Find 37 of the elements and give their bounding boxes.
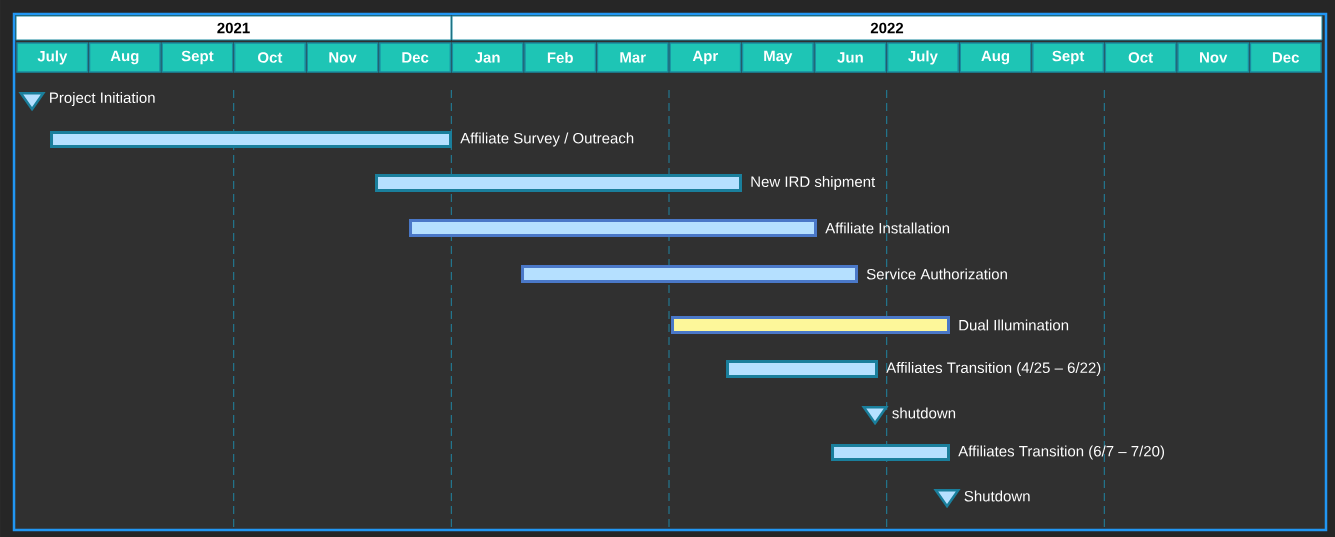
task-bar (521, 265, 858, 283)
task-bar (409, 219, 817, 237)
task-bar (375, 174, 742, 192)
task-label: Dual Illumination (959, 319, 1069, 331)
task-label: New IRD shipment (751, 176, 876, 190)
task-bar (831, 444, 950, 461)
task-label: Affiliates Transition (4/25 – 6/22) (886, 362, 1101, 376)
year-header: 2021 (15, 15, 452, 41)
task-label: Shutdown (964, 490, 1030, 502)
month-header: Oct (1104, 42, 1177, 73)
month-header: July (16, 42, 89, 73)
month-header: Dec (1249, 42, 1322, 73)
year-header: 2022 (451, 15, 1323, 41)
month-header: May (741, 42, 814, 73)
task-label: Project Initiation (50, 92, 155, 106)
month-header: Nov (306, 42, 379, 73)
task-label: Affiliates Transition (6/7 – 7/20) (958, 445, 1164, 460)
month-header: Aug (959, 42, 1032, 73)
month-header: Feb (524, 42, 597, 73)
task-label: shutdown (892, 407, 956, 419)
month-header: Mar (596, 42, 669, 73)
task-label: Affiliate Installation (825, 222, 949, 234)
task-bar (50, 131, 452, 148)
month-header: July (886, 42, 959, 73)
task-bar (726, 360, 878, 378)
month-header: Aug (88, 42, 161, 73)
task-label: Service Authorization (866, 268, 1007, 280)
month-header: Nov (1177, 42, 1250, 73)
task-label: Affiliate Survey / Outreach (460, 132, 634, 147)
month-header: Jan (451, 42, 524, 73)
month-header: Apr (669, 42, 742, 73)
month-header: Sept (161, 42, 234, 73)
month-header: Dec (379, 42, 452, 73)
month-header: Sept (1032, 42, 1105, 73)
task-bar (671, 316, 950, 334)
month-header: Jun (814, 42, 887, 73)
month-header: Oct (233, 42, 306, 73)
